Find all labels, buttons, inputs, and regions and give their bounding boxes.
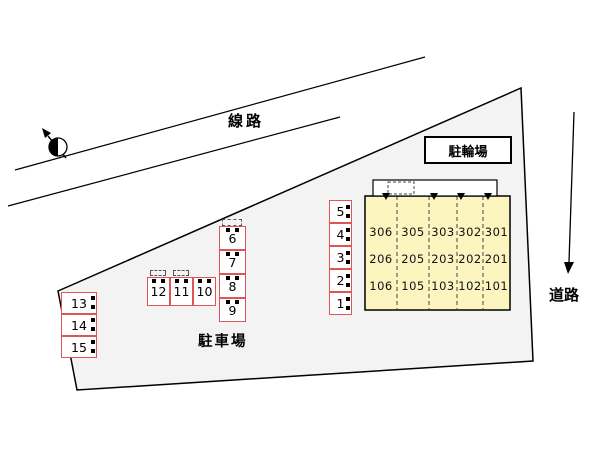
room-205: 205	[401, 251, 425, 266]
parking-space-number: 5	[336, 204, 345, 219]
road-arrow-icon	[564, 111, 575, 274]
wheel-stopper-icon	[225, 228, 230, 232]
wheel-stopper-icon	[91, 340, 95, 344]
parking-space-5: 5	[329, 200, 352, 223]
wheel-stopper-icon	[346, 273, 350, 278]
room-101: 101	[484, 278, 509, 293]
parking-space-number: 12	[150, 284, 167, 299]
room-301: 301	[484, 224, 509, 239]
room-102: 102	[458, 278, 482, 293]
parking-space-2: 2	[329, 269, 352, 292]
parking-space-number: 2	[336, 273, 345, 288]
stair-dashed-outline	[387, 181, 415, 195]
wheel-stopper-icon	[225, 276, 230, 280]
railway-line-lower	[7, 116, 341, 207]
parking-space-number: 7	[228, 254, 237, 270]
room-105: 105	[401, 278, 425, 293]
parking-space-number: 6	[228, 230, 237, 246]
parking-space-number: 3	[336, 250, 345, 265]
entrance-marker-icon	[382, 193, 390, 200]
parking-space-7: 7	[219, 250, 246, 274]
parking-space-number: 1	[336, 296, 345, 311]
wheel-stopper-icon	[346, 204, 350, 209]
parking-space-number: 13	[71, 295, 87, 311]
room-103: 103	[431, 278, 455, 293]
parking-space-13: 13	[61, 292, 97, 314]
entrance-marker-icon	[484, 193, 492, 200]
room-305: 305	[401, 224, 425, 239]
wheel-stopper-icon	[346, 296, 350, 301]
dashed-marker	[173, 270, 189, 276]
room-201: 201	[484, 251, 509, 266]
parking-space-number: 9	[228, 302, 237, 318]
room-203: 203	[431, 251, 455, 266]
parking-space-number: 11	[173, 284, 190, 299]
wheel-stopper-icon	[346, 227, 350, 232]
parking-space-4: 4	[329, 223, 352, 246]
entrance-marker-icon	[430, 193, 438, 200]
wheel-stopper-icon	[174, 279, 179, 283]
parking-space-number: 4	[336, 227, 345, 242]
parking-space-1: 1	[329, 292, 352, 315]
bicycle-parking-sign: 駐輪場	[424, 136, 512, 164]
parking-space-number: 8	[228, 278, 237, 294]
parking-space-6: 6	[219, 226, 246, 250]
parking-space-11: 11	[170, 277, 193, 306]
railway-label: 線路	[228, 112, 265, 130]
room-302: 302	[458, 224, 482, 239]
parking-space-number: 10	[196, 284, 213, 299]
parking-space-14: 14	[61, 314, 97, 336]
wheel-stopper-icon	[91, 296, 95, 300]
entrance-marker-icon	[457, 193, 465, 200]
parking-space-8: 8	[219, 274, 246, 298]
room-303: 303	[431, 224, 455, 239]
room-206: 206	[369, 251, 393, 266]
dashed-marker	[222, 219, 242, 226]
wheel-stopper-icon	[91, 318, 95, 322]
wheel-stopper-icon	[225, 300, 230, 304]
north-arrow-icon	[42, 128, 68, 159]
parking-space-number: 14	[71, 317, 87, 333]
railway-line-upper	[14, 56, 426, 171]
bicycle-parking-label: 駐輪場	[448, 144, 488, 160]
road-label: 道路	[549, 286, 580, 304]
parking-space-15: 15	[61, 336, 97, 358]
parking-space-9: 9	[219, 298, 246, 322]
room-306: 306	[369, 224, 393, 239]
parking-lot-label: 駐車場	[198, 334, 248, 350]
wheel-stopper-icon	[346, 250, 350, 255]
parking-space-number: 15	[71, 339, 87, 355]
room-106: 106	[369, 278, 393, 293]
wheel-stopper-icon	[197, 279, 202, 283]
wheel-stopper-icon	[151, 279, 156, 283]
wheel-stopper-icon	[225, 252, 230, 256]
parking-space-10: 10	[193, 277, 216, 306]
parking-space-12: 12	[147, 277, 170, 306]
parking-space-3: 3	[329, 246, 352, 269]
dashed-marker	[150, 270, 166, 276]
room-202: 202	[458, 251, 482, 266]
